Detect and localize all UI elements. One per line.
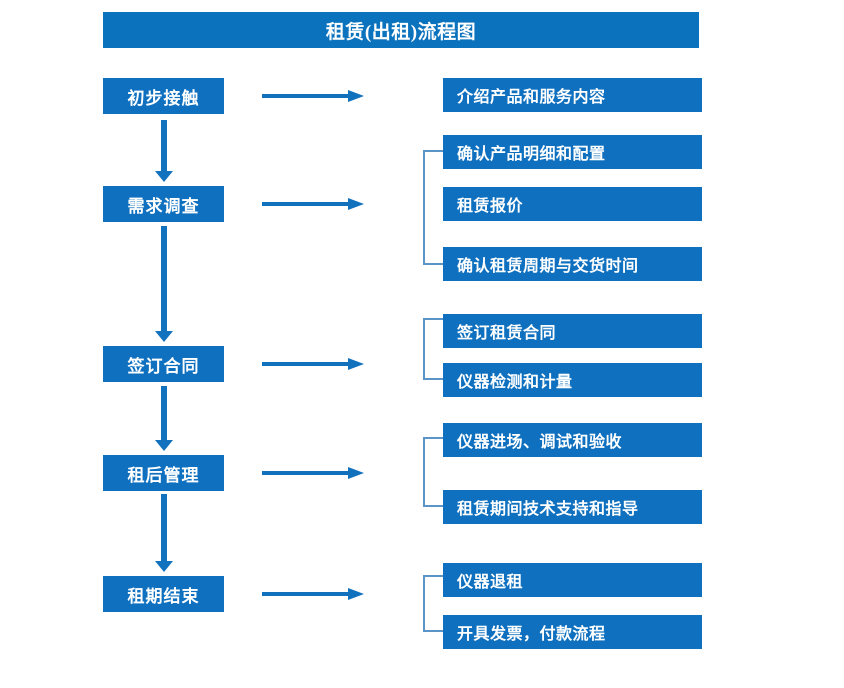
right-arrow-icon-1 — [262, 88, 364, 104]
detail-box-确认租赁周期与交货时间[interactable]: 确认租赁周期与交货时间 — [443, 247, 702, 281]
detail-box-签订租赁合同[interactable]: 签订租赁合同 — [443, 314, 702, 348]
group-bracket-需求调查 — [423, 150, 443, 265]
detail-box-仪器检测和计量[interactable]: 仪器检测和计量 — [443, 363, 702, 397]
detail-box-确认产品明细和配置[interactable]: 确认产品明细和配置 — [443, 135, 702, 169]
detail-box-租赁期间技术支持和指导[interactable]: 租赁期间技术支持和指导 — [443, 490, 702, 524]
group-bracket-租期结束 — [423, 575, 443, 632]
stage-box-租期结束[interactable]: 租期结束 — [103, 576, 224, 612]
detail-box-仪器进场调试和验收[interactable]: 仪器进场、调试和验收 — [443, 423, 702, 457]
group-bracket-租后管理 — [423, 437, 443, 507]
diagram-title: 租赁(出租)流程图 — [103, 12, 699, 48]
down-arrow-icon-2 — [155, 226, 173, 342]
stage-box-租后管理[interactable]: 租后管理 — [103, 455, 224, 491]
stage-box-需求调查[interactable]: 需求调查 — [103, 186, 224, 222]
down-arrow-icon-4 — [155, 494, 173, 572]
right-arrow-icon-3 — [262, 356, 364, 372]
right-arrow-icon-5 — [262, 586, 364, 602]
detail-box-开具发票付款流程[interactable]: 开具发票，付款流程 — [443, 615, 702, 649]
down-arrow-icon-1 — [155, 120, 173, 182]
down-arrow-icon-3 — [155, 386, 173, 451]
detail-box-仪器退租[interactable]: 仪器退租 — [443, 563, 702, 597]
group-bracket-签订合同 — [423, 318, 443, 380]
stage-box-初步接触[interactable]: 初步接触 — [103, 78, 224, 114]
detail-box-介绍产品和服务内容[interactable]: 介绍产品和服务内容 — [443, 78, 702, 112]
right-arrow-icon-4 — [262, 465, 364, 481]
stage-box-签订合同[interactable]: 签订合同 — [103, 346, 224, 382]
right-arrow-icon-2 — [262, 196, 364, 212]
detail-box-租赁报价[interactable]: 租赁报价 — [443, 187, 702, 221]
